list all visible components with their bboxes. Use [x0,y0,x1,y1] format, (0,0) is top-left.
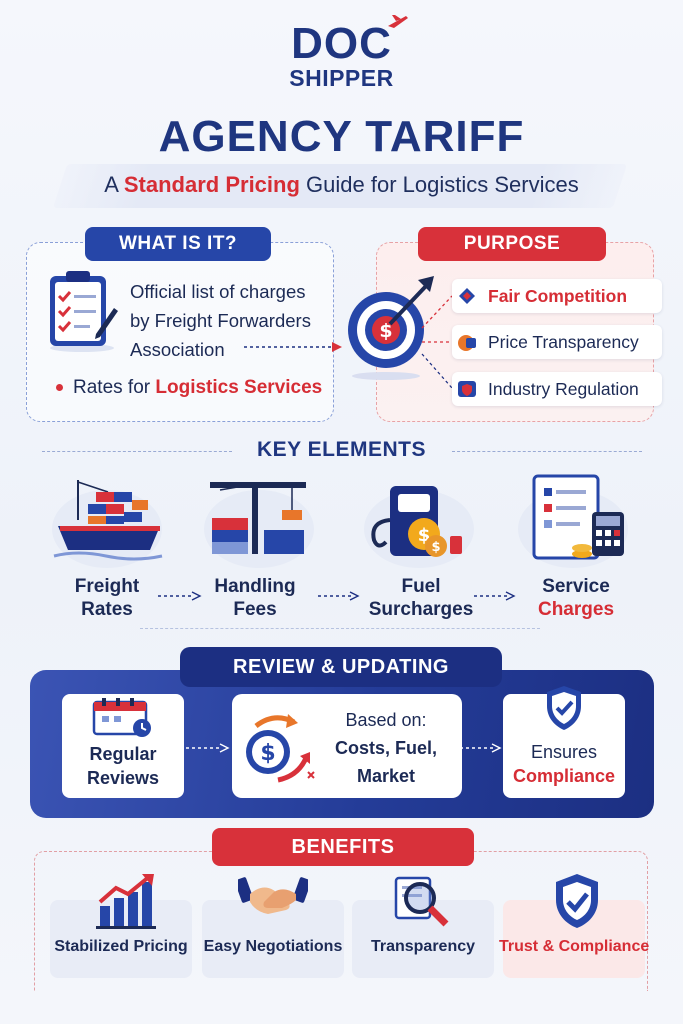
subtitle-after: Guide for Logistics Services [299,172,579,197]
purpose-item-industry-regulation: Industry Regulation [452,372,662,406]
key-label-line1: Fuel [401,576,441,597]
benefit-card-easy-negotiations [202,900,344,978]
what-line-2: by Freight Forwarders [130,310,311,331]
what-is-it-heading: WHAT IS IT? [85,227,271,261]
key-label-line2: Rates [81,599,133,620]
key-label-line2: Surcharges [368,599,474,620]
key-label-handling-fees: Handling Fees [191,575,319,621]
dashed-arrow-icon [158,591,202,601]
rc2-line1: Based on: [345,710,427,730]
key-label-line2: Fees [233,599,277,620]
benefit-label-trust-compliance: Trust & Compliance [499,938,650,955]
what-line-1: Official list of charges [130,281,306,302]
review-heading: REVIEW & UPDATING [180,647,502,687]
freight-rates-illustration [48,470,166,570]
key-elements-heading: KEY ELEMENTS [257,438,426,461]
document-shield-icon [458,381,476,397]
scales-icon [459,288,475,304]
based-on-text: Based on: Costs, Fuel, Market [314,706,458,790]
benefits-heading: BENEFITS [212,828,474,866]
logo: DOC SHIPPER [0,19,683,91]
rc3-line1: Ensures [530,742,598,762]
service-charges-illustration [514,470,632,570]
svg-text:$: $ [431,540,440,555]
fuel-pump-icon: $ $ [371,486,462,557]
purpose-item-fair-competition: Fair Competition [452,279,662,313]
crane-containers-icon [210,482,306,554]
logo-doc-text: DOC [291,19,392,68]
bullet-highlight: Logistics Services [155,377,323,398]
cargo-ship-icon [53,480,163,561]
shield-check-icon [556,874,598,928]
magnifier-document-icon [394,876,449,927]
page-title: AGENCY TARIFF [158,112,525,161]
plane-icon [388,15,408,28]
section-divider [140,628,540,629]
dashed-arrow-icon [244,342,342,352]
regular-reviews-card: Regular Reviews [62,694,184,798]
clipboard-checklist-icon [50,271,118,352]
svg-text:$: $ [379,320,392,342]
ensures-compliance-text: Ensures Compliance [503,740,625,788]
dashed-arrow-icon [318,591,360,601]
dashed-arrow-icon [460,743,502,753]
key-label-line1: Service [542,576,610,597]
handling-fees-illustration [200,470,318,570]
divider-right [452,451,642,453]
divider-left [42,451,232,453]
what-is-it-description: Official list of charges by Freight Forw… [130,277,330,364]
purpose-item-price-transparency: Price Transparency [452,325,662,359]
shield-check-icon [547,686,581,730]
purpose-label: Price Transparency [488,332,639,352]
tag-icon [458,335,476,351]
key-label-line1: Handling [214,576,296,597]
purpose-connectors [421,295,453,389]
what-is-it-bullet: Rates for Logistics Services [73,377,322,399]
benefit-label-easy-negotiations: Easy Negotiations [203,938,343,955]
key-label-line2: Charges [537,599,615,620]
rc1-line2: Reviews [86,768,160,788]
key-label-freight-rates: Freight Rates [43,575,171,621]
page-subtitle: A Standard Pricing Guide for Logistics S… [0,172,683,198]
dashed-arrow-icon [474,591,516,601]
rc2-line2: Costs, Fuel, [334,738,437,758]
what-line-3: Association [130,339,225,360]
calendar-icon [92,698,151,737]
subtitle-before: A [104,172,124,197]
svg-text:$: $ [260,741,275,766]
purpose-label: Industry Regulation [488,379,639,399]
purpose-heading: PURPOSE [418,227,606,261]
fuel-surcharges-illustration: $ $ [360,470,478,570]
benefit-label-stabilized-pricing: Stabilized Pricing [54,938,188,955]
purpose-label: Fair Competition [488,286,628,306]
bar-chart-growth-icon [96,874,156,929]
based-on-card: $ Based on: Costs, Fuel, Market [232,694,462,798]
bullet-before: Rates for [73,377,156,398]
subtitle-highlight: Standard Pricing [123,172,300,197]
benefit-label-transparency: Transparency [370,938,476,955]
handshake-icon [238,877,308,914]
logo-shipper-text: SHIPPER [289,65,394,91]
bullet-dot [56,384,63,391]
regular-reviews-text: Regular Reviews [62,742,184,790]
invoice-calculator-icon [532,474,624,560]
dollar-cycle-icon: $ [246,714,315,783]
dashed-arrow-icon [186,743,230,753]
rc1-line1: Regular [89,744,157,764]
key-label-service-charges: Service Charges [512,575,640,621]
target-dollar-icon: $ [348,276,434,380]
rc3-line2: Compliance [512,766,616,786]
key-label-fuel-surcharges: Fuel Surcharges [357,575,485,621]
ensures-compliance-card: Ensures Compliance [503,686,625,798]
key-label-line1: Freight [74,576,140,597]
rc2-line3: Market [356,766,416,786]
